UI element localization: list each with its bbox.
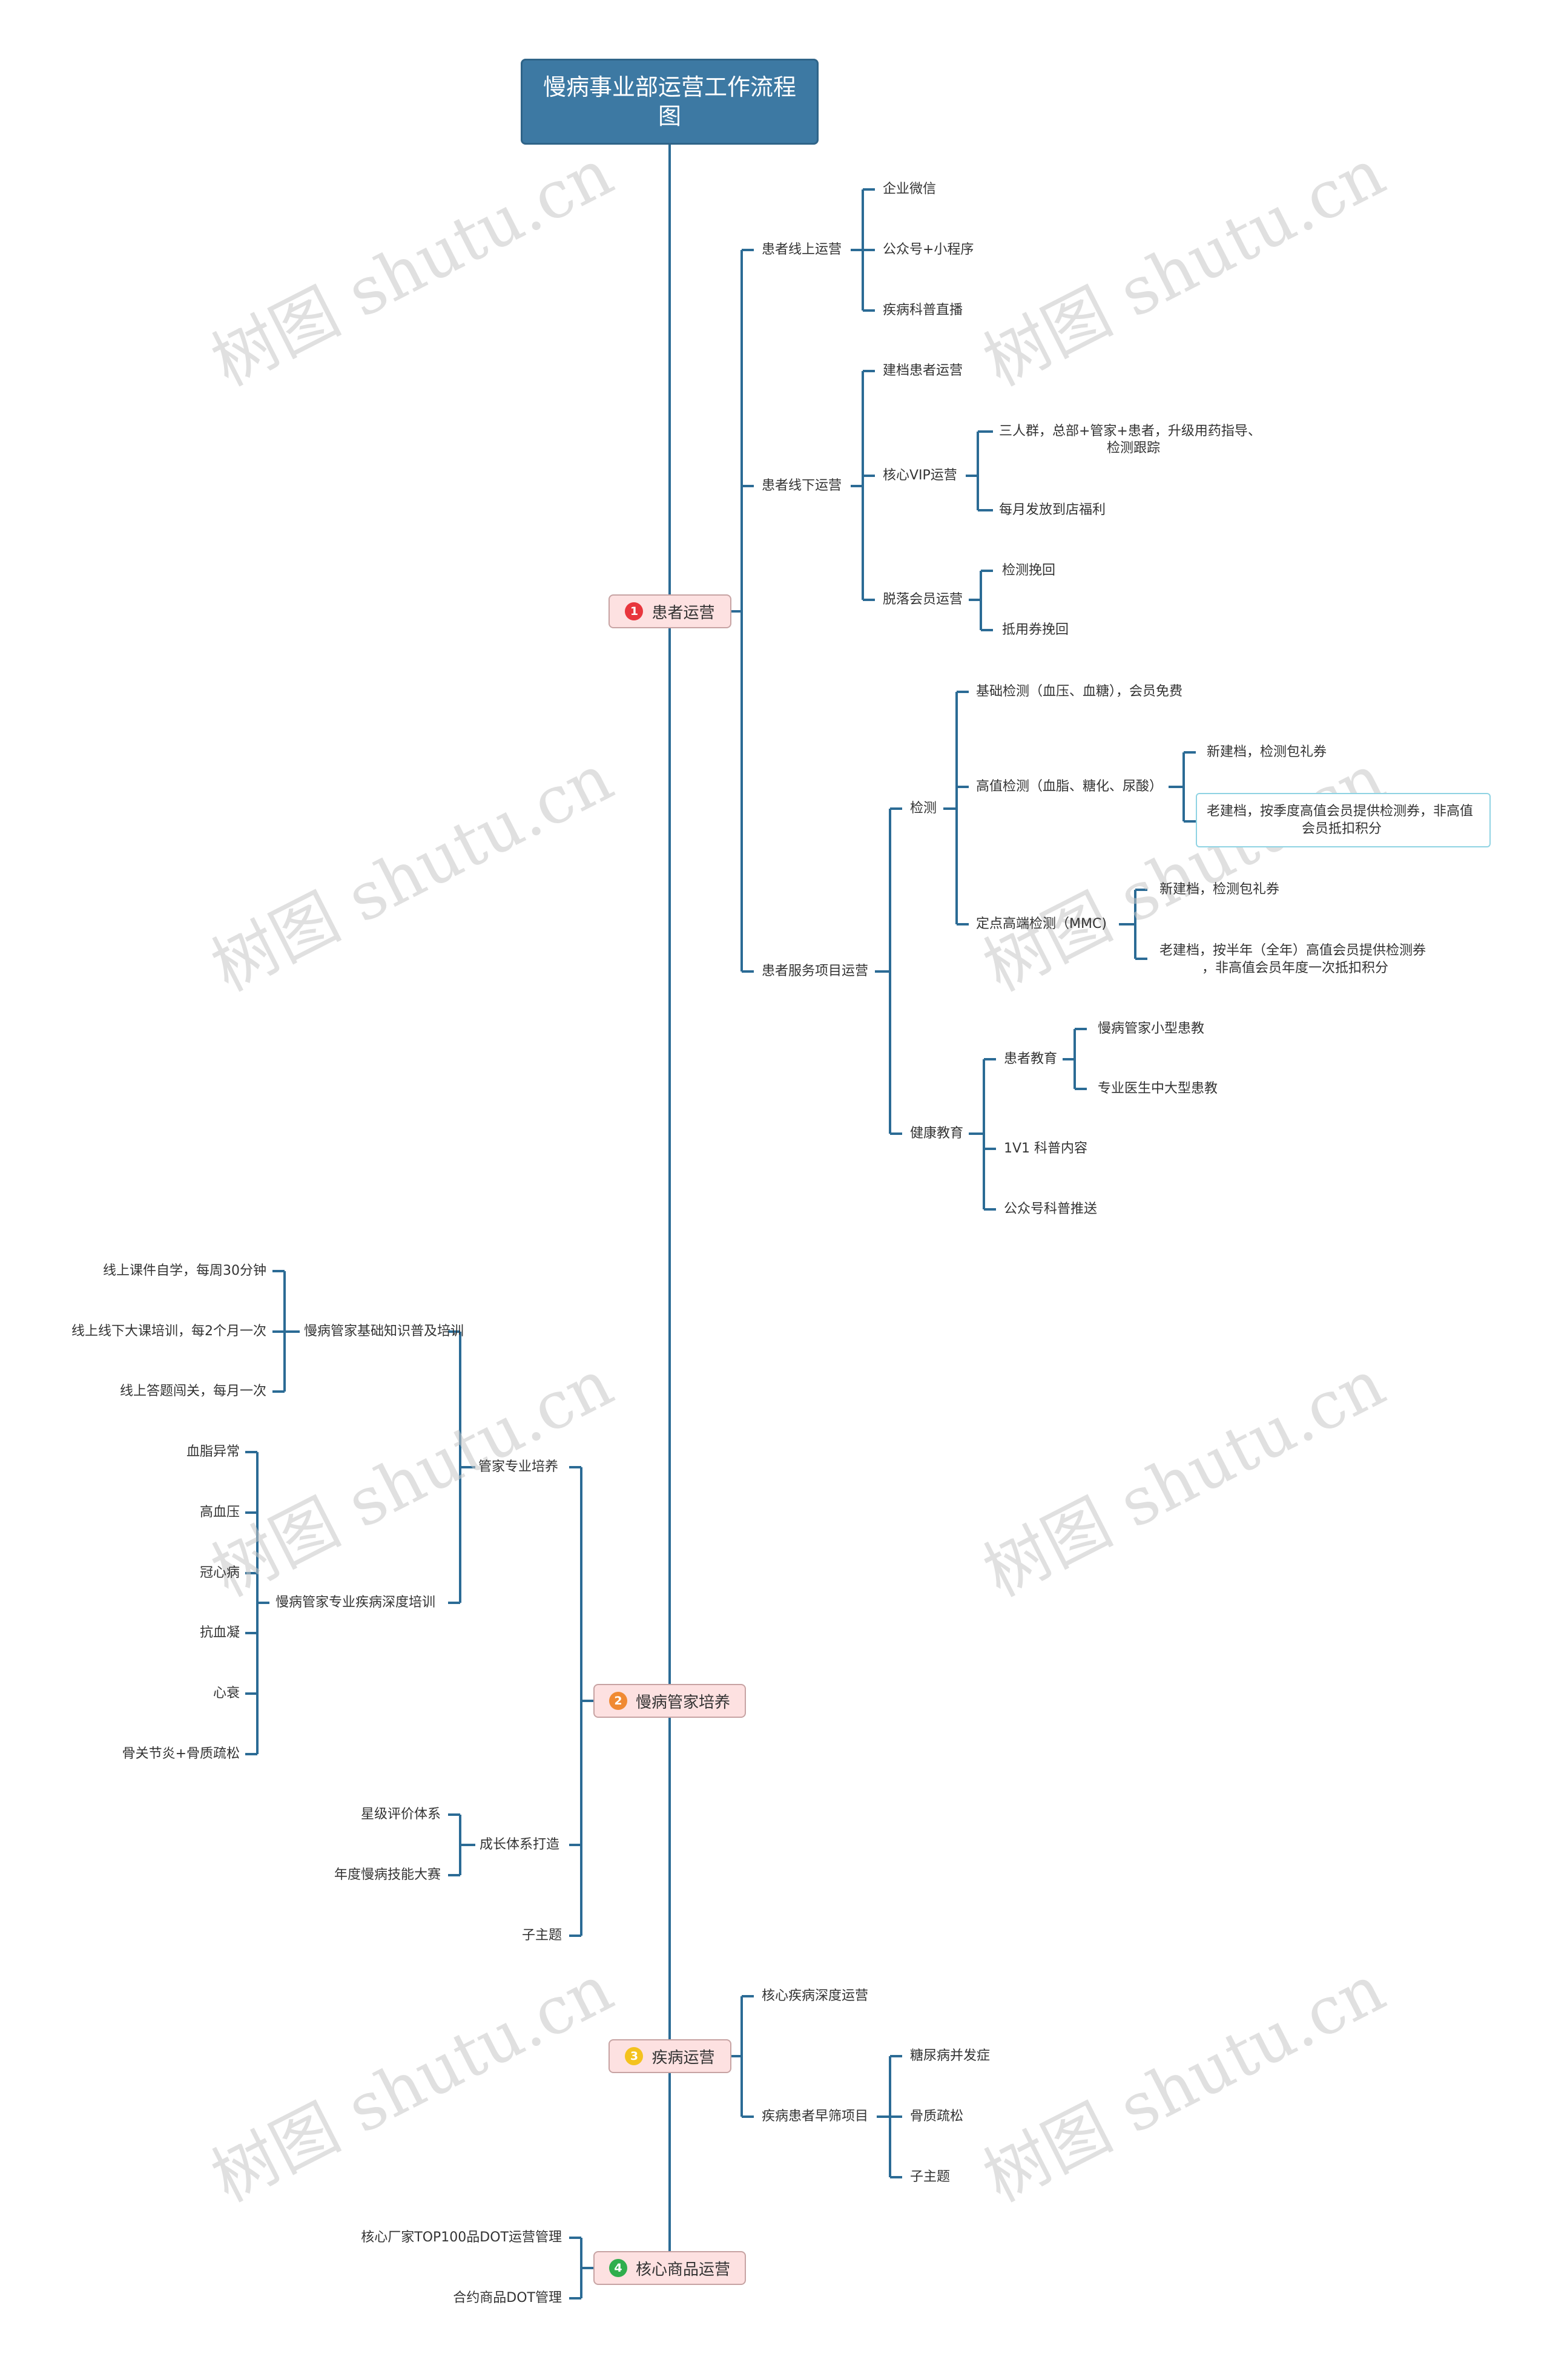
topic-item[interactable]: 糖尿病并发症 [910, 2048, 991, 2063]
priority-3-icon: 3 [625, 2047, 644, 2065]
topic-item[interactable]: 检测跟踪 [1107, 441, 1161, 456]
topic-subtopic[interactable]: 子主题 [521, 1928, 562, 1943]
topic-patient-edu[interactable]: 患者教育 [1004, 1051, 1058, 1067]
topic-detect[interactable]: 检测 [910, 801, 937, 816]
topic-growth-system[interactable]: 成长体系打造 [480, 1837, 560, 1852]
topic-offline-ops[interactable]: 患者线下运营 [762, 478, 842, 493]
topic-item[interactable]: 骨质疏松 [910, 2109, 964, 2124]
topic-service-ops[interactable]: 患者服务项目运营 [762, 964, 869, 979]
topic-subtopic[interactable]: 子主题 [910, 2169, 951, 2184]
topic-item[interactable]: 心衰 [213, 1686, 240, 1701]
topic-item[interactable]: 新建档，检测包礼券 [1207, 745, 1327, 760]
topic-item[interactable]: 线上课件自学，每周30分钟 [103, 1263, 266, 1278]
priority-4-icon: 4 [608, 2259, 627, 2277]
main-topic-product-ops[interactable]: 4 核心商品运营 [593, 2251, 746, 2285]
selected-topic-frame[interactable] [1196, 793, 1491, 847]
topic-item[interactable]: 公众号科普推送 [1004, 1202, 1098, 1217]
topic-item[interactable]: 疾病科普直播 [883, 303, 963, 318]
topic-item[interactable]: 线上答题闯关，每月一次 [119, 1384, 266, 1399]
topic-item[interactable]: 新建档，检测包礼券 [1159, 882, 1280, 897]
priority-2-icon: 2 [608, 1692, 627, 1710]
topic-item[interactable]: 慢病管家小型患教 [1098, 1021, 1205, 1036]
topic-core-disease-ops[interactable]: 核心疾病深度运营 [762, 1988, 869, 2004]
main-topic-disease-ops[interactable]: 3 疾病运营 [608, 2039, 731, 2073]
topic-item[interactable]: 线上线下大课培训，每2个月一次 [71, 1324, 266, 1339]
topic-item[interactable]: 冠心病 [199, 1565, 240, 1580]
topic-basic-training[interactable]: 慢病管家基础知识普及培训 [304, 1324, 464, 1339]
topic-vip-ops[interactable]: 核心VIP运营 [883, 468, 957, 483]
topic-high-value-detect[interactable]: 高值检测（血脂、糖化、尿酸） [976, 779, 1163, 794]
topic-deep-training[interactable]: 慢病管家专业疾病深度培训 [275, 1595, 436, 1610]
topic-lapsed-ops[interactable]: 脱落会员运营 [883, 592, 963, 607]
main-topic-manager-training[interactable]: 2 慢病管家培养 [593, 1684, 746, 1718]
topic-item[interactable]: 基础检测（血压、血糖），会员免费 [976, 684, 1183, 699]
topic-item[interactable]: 老建档，按季度高值会员提供检测券，非高值 [1207, 804, 1474, 819]
main-topic-patient-ops[interactable]: 1 患者运营 [608, 594, 731, 628]
topic-item[interactable]: 专业医生中大型患教 [1098, 1081, 1218, 1096]
topic-early-screening[interactable]: 疾病患者早筛项目 [762, 2109, 869, 2124]
topic-item[interactable]: 血脂异常 [186, 1444, 240, 1459]
topic-item[interactable]: 核心厂家TOP100品DOT运营管理 [361, 2230, 562, 2245]
topic-item[interactable]: 会员抵扣积分 [1302, 821, 1382, 837]
topic-item[interactable]: 1V1 科普内容 [1004, 1141, 1088, 1156]
topic-item[interactable]: 每月发放到店福利 [999, 502, 1106, 518]
topic-item[interactable]: ，非高值会员年度一次抵扣积分 [1202, 961, 1389, 976]
topic-item[interactable]: 老建档，按半年（全年）高值会员提供检测券 [1159, 943, 1426, 958]
main-topic-label: 疾病运营 [651, 2048, 715, 2067]
topic-item[interactable]: 高血压 [199, 1505, 240, 1520]
topic-item[interactable]: 三人群，总部+管家+患者，升级用药指导、 [999, 424, 1261, 439]
topic-item[interactable]: 建档患者运营 [883, 363, 963, 378]
topic-item[interactable]: 企业微信 [883, 182, 937, 197]
topic-item[interactable]: 合约商品DOT管理 [453, 2290, 562, 2306]
topic-health-edu[interactable]: 健康教育 [910, 1126, 964, 1141]
root-topic[interactable]: 慢病事业部运营工作流程图 [521, 59, 819, 145]
topic-item[interactable]: 抗血凝 [199, 1625, 240, 1640]
topic-pro-training[interactable]: 管家专业培养 [478, 1459, 559, 1474]
main-topic-label: 核心商品运营 [635, 2260, 730, 2279]
main-topic-label: 慢病管家培养 [635, 1693, 730, 1712]
topic-item[interactable]: 公众号+小程序 [883, 242, 974, 257]
topic-online-ops[interactable]: 患者线上运营 [762, 242, 842, 257]
topic-item[interactable]: 抵用券挽回 [1002, 622, 1069, 637]
topic-item[interactable]: 星级评价体系 [360, 1807, 441, 1822]
topic-mmc-detect[interactable]: 定点高端检测（MMC) [976, 916, 1107, 932]
priority-1-icon: 1 [625, 602, 644, 620]
main-topic-label: 患者运营 [651, 603, 715, 622]
topic-item[interactable]: 年度慢病技能大赛 [334, 1867, 441, 1882]
topic-item[interactable]: 骨关节炎+骨质疏松 [122, 1746, 240, 1761]
topic-item[interactable]: 检测挽回 [1002, 563, 1056, 578]
